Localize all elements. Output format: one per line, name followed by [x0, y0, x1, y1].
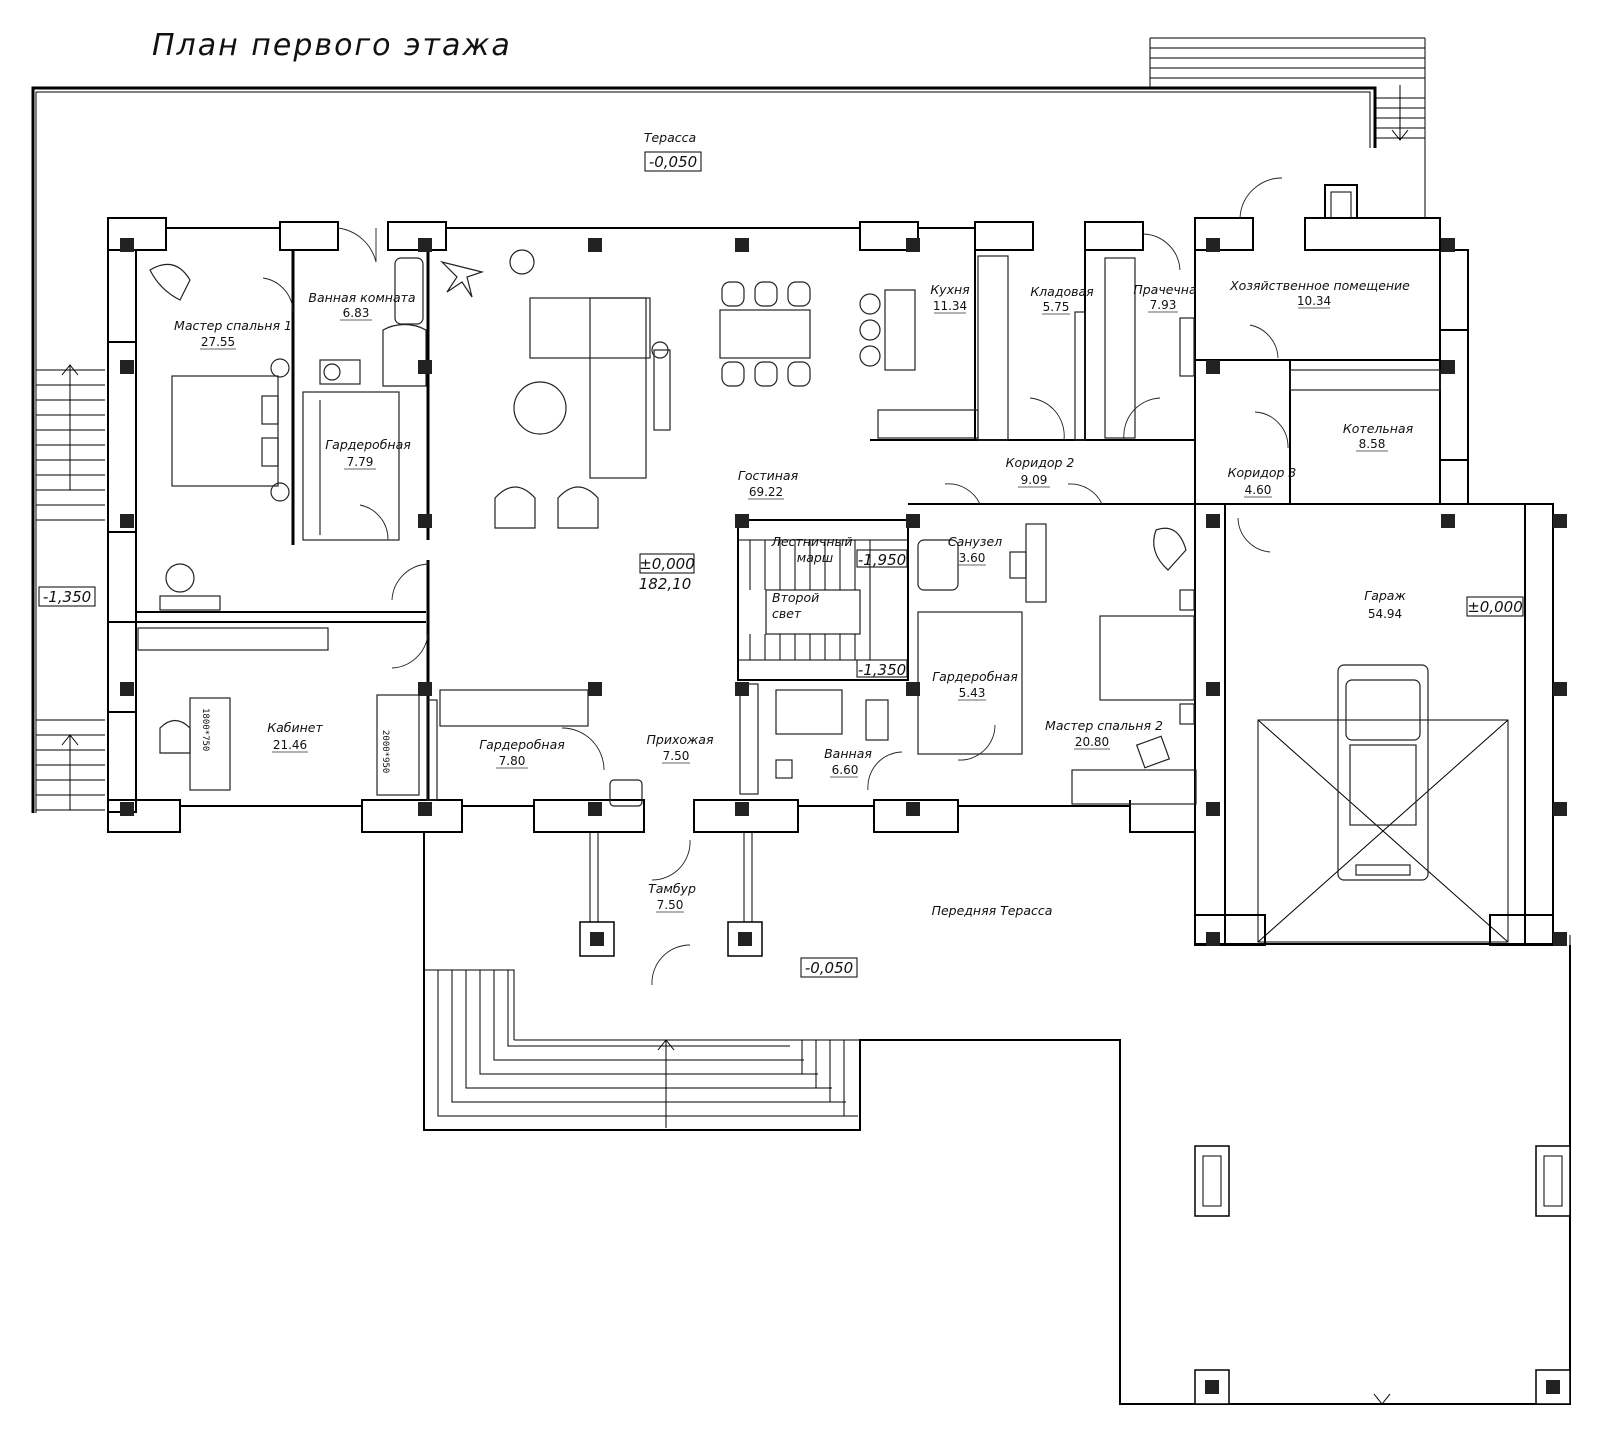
wc-label: Санузел — [948, 534, 1002, 549]
wardrobe-2-label: Гардеробная — [479, 737, 565, 752]
staircase-label-1: Лестничный — [770, 534, 852, 549]
bathroom-1-area: 6.83 — [343, 306, 370, 320]
master-bedroom-1-area: 27.55 — [201, 335, 235, 349]
doors — [262, 177, 1289, 986]
garage — [1194, 503, 1554, 946]
corridor-2-label: Коридор 2 — [1006, 455, 1075, 470]
utility-label: Хозяйственное помещение — [1229, 278, 1410, 293]
furniture — [137, 249, 1441, 807]
kitchen-area: 11.34 — [933, 299, 967, 313]
master-bedroom-1-label: Мастер спальня 1 — [174, 318, 292, 333]
wardrobe-2-area: 7.80 — [499, 754, 526, 768]
wardrobe-1-label: Гардеробная — [325, 437, 411, 452]
master-bedroom-2-area: 20.80 — [1075, 735, 1109, 749]
boiler-area: 8.58 — [1359, 437, 1386, 451]
garage-label: Гараж — [1364, 588, 1406, 603]
corridor-3-label: Коридор 3 — [1228, 465, 1297, 480]
wardrobe-3-area: 5.43 — [959, 686, 986, 700]
boiler-label: Котельная — [1343, 421, 1414, 436]
terrace-outline — [31, 37, 1426, 813]
hall-label: Прихожая — [647, 732, 714, 747]
wardrobe-bed-size: 2000*950 — [380, 730, 390, 773]
left-stair-upper — [36, 364, 105, 521]
garage-level: ±0,000 — [1467, 598, 1523, 616]
hall-area: 7.50 — [663, 749, 690, 763]
master-bedroom-2-label: Мастер спальня 2 — [1045, 718, 1163, 733]
terrace-label: Терасса — [644, 130, 696, 145]
corridor-2-area: 9.09 — [1021, 473, 1048, 487]
pantry-label: Кладовая — [1030, 284, 1094, 299]
office-area: 21.46 — [273, 738, 307, 752]
vestibule-area: 7.50 — [657, 898, 684, 912]
laundry-area: 7.93 — [1150, 298, 1177, 312]
main-floor-level: ±0,000 — [639, 555, 695, 573]
wc-area: 3.60 — [959, 551, 986, 565]
corridor-3-area: 4.60 — [1245, 483, 1272, 497]
living-label: Гостиная — [738, 468, 799, 483]
second-light-label-2: свет — [772, 606, 802, 621]
laundry-label: Прачечна — [1133, 282, 1196, 297]
front-terrace-label: Передняя Терасса — [932, 903, 1053, 918]
office-label: Кабинет — [267, 720, 323, 735]
stair-top-level: -1,950 — [858, 551, 906, 569]
bathroom-2-label: Ванная — [824, 746, 872, 761]
wardrobe-1-area: 7.79 — [347, 455, 374, 469]
front-terrace-level: -0,050 — [805, 959, 853, 977]
top-right-stair — [1150, 47, 1425, 141]
main-floor-area: 182,10 — [639, 575, 692, 593]
bathroom-2-area: 6.60 — [832, 763, 859, 777]
vestibule-label: Тамбур — [648, 881, 696, 896]
pantry-area: 5.75 — [1043, 300, 1070, 314]
office-desk-size: 1800*750 — [200, 708, 210, 751]
garage-area: 54.94 — [1368, 607, 1402, 621]
bathroom-1-label: Ванная комната — [308, 290, 415, 305]
structural-columns — [120, 238, 1567, 1394]
second-light-label-1: Второй — [772, 590, 819, 605]
staircase-label-2: марш — [797, 550, 833, 565]
left-stair-level: -1,350 — [43, 588, 91, 606]
utility-area: 10.34 — [1297, 294, 1331, 308]
stair-bottom-level: -1,350 — [858, 661, 906, 679]
terrace-level: -0,050 — [649, 153, 697, 171]
plan-title: План первого этажа — [152, 28, 512, 63]
kitchen-label: Кухня — [930, 282, 970, 297]
left-stair-lower — [36, 719, 105, 811]
living-area: 69.22 — [749, 485, 783, 499]
front-terrace — [423, 832, 1571, 1405]
wardrobe-3-label: Гардеробная — [932, 669, 1018, 684]
